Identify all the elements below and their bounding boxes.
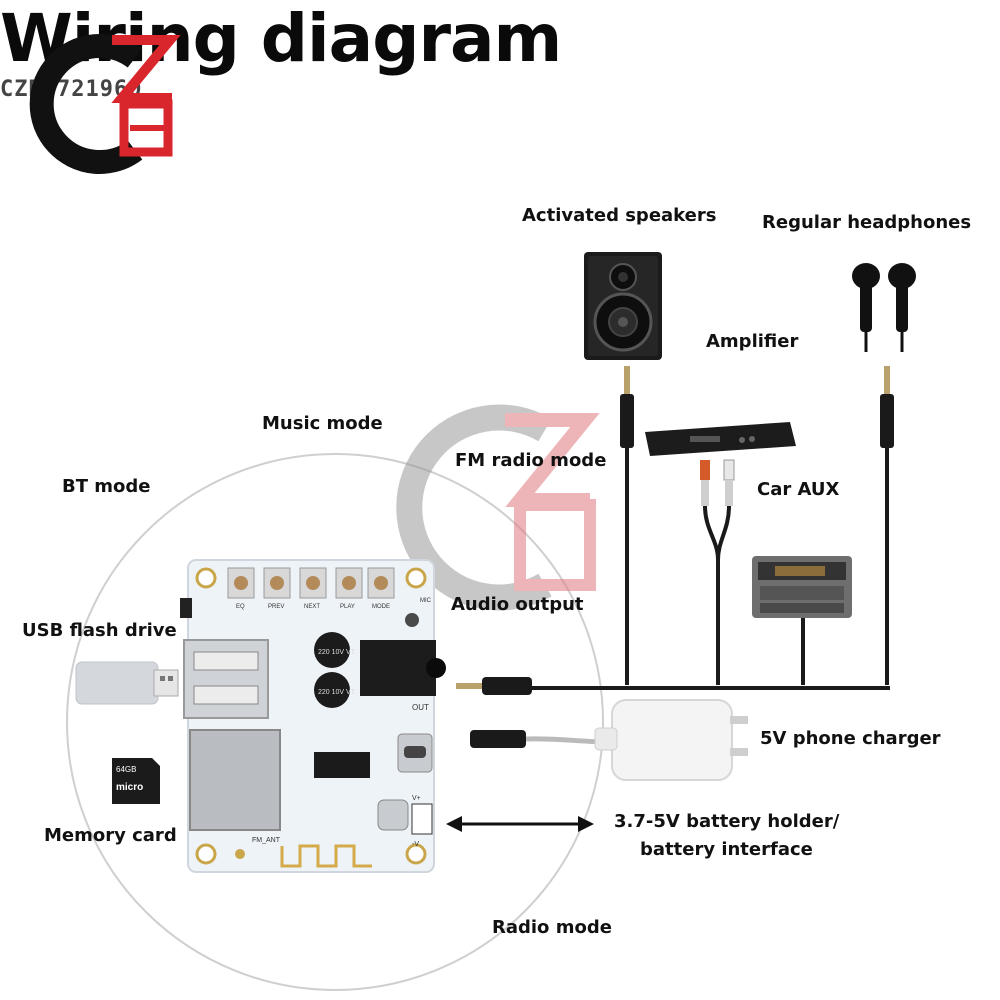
usb-drive-image <box>75 661 179 705</box>
fm-ant-label: FM_ANT <box>252 837 281 844</box>
label-bt-mode: BT mode <box>62 476 151 497</box>
svg-text:micro: micro <box>116 782 143 793</box>
label-car-aux: Car AUX <box>757 479 840 500</box>
cables <box>530 448 890 690</box>
out-label: OUT <box>412 703 429 712</box>
rca-cables <box>700 459 735 561</box>
label-radio-mode: Radio mode <box>492 917 612 938</box>
btn-label-play: PLAY <box>340 604 355 610</box>
battery-arrow <box>446 816 594 832</box>
memory-card-image: 64GB micro <box>112 758 160 804</box>
cap-label-2: 220 10V VT <box>318 689 356 696</box>
output-jack <box>456 677 532 695</box>
watermark-logo <box>396 404 600 611</box>
label-battery-line2: battery interface <box>640 839 813 860</box>
speaker-jack <box>620 366 634 448</box>
charger-cable <box>470 730 611 748</box>
speaker-image <box>584 252 662 360</box>
btn-label-mode: MODE <box>372 604 390 610</box>
mode-circle <box>66 453 604 991</box>
btn-label-eq: EQ <box>236 604 245 610</box>
btn-label-prev: PREV <box>268 604 284 610</box>
label-audio-output: Audio output <box>451 594 584 615</box>
headphones-image <box>852 263 916 352</box>
label-music-mode: Music mode <box>262 413 383 434</box>
amplifier-image <box>645 422 796 456</box>
label-amplifier: Amplifier <box>706 331 799 352</box>
mic-label: MIC <box>420 598 432 604</box>
label-phone-charger: 5V phone charger <box>760 728 941 749</box>
charger-image <box>594 699 748 781</box>
memory-card-capacity: 64GB <box>116 765 136 774</box>
circuit-board: EQ PREV NEXT PLAY MODE MIC OUT FM_ANT V+… <box>180 559 446 873</box>
label-memory-card: Memory card <box>44 825 177 846</box>
label-regular-headphones: Regular headphones <box>762 212 972 233</box>
cap-label-1: 220 10V VT <box>318 649 356 656</box>
v-plus-label: V+ <box>412 795 421 802</box>
label-fm-radio-mode: FM radio mode <box>455 450 607 471</box>
car-radio-image <box>752 556 852 618</box>
label-battery-line1: 3.7-5V battery holder/ <box>614 811 840 832</box>
v-minus-label: -V <box>412 841 419 848</box>
headphone-jack <box>880 366 894 448</box>
board-buttons <box>227 567 395 599</box>
label-usb-flash-drive: USB flash drive <box>22 620 177 641</box>
brand-logo <box>29 34 181 174</box>
label-activated-speakers: Activated speakers <box>522 205 717 226</box>
btn-label-next: NEXT <box>304 604 320 610</box>
